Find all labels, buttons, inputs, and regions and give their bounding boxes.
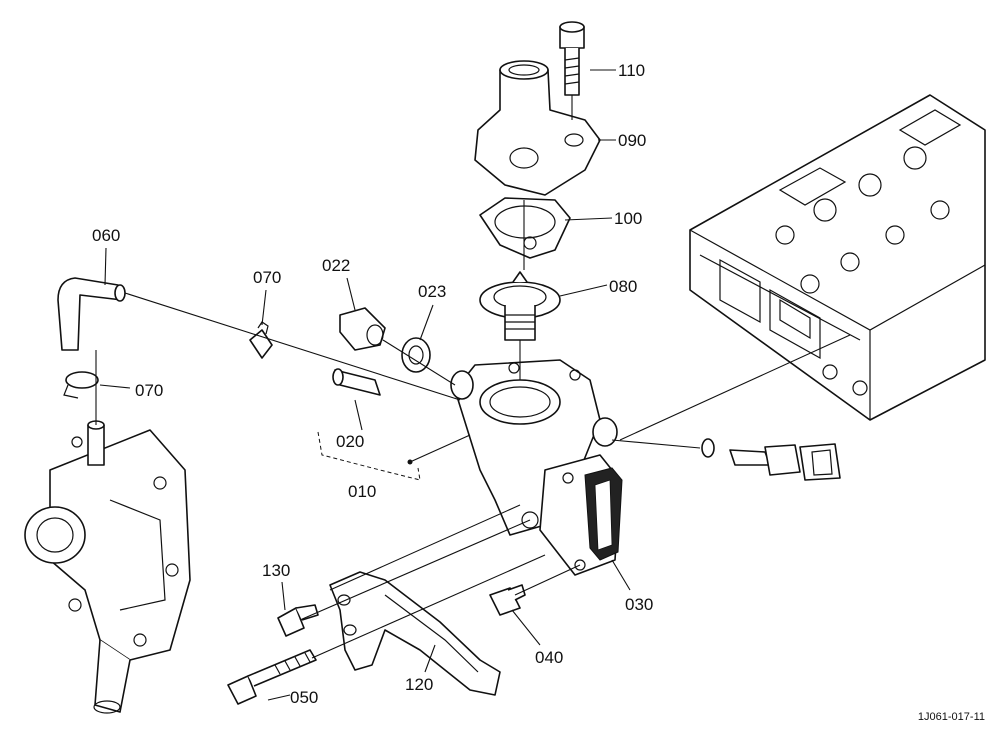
label-010: 010	[348, 482, 376, 501]
bolt-050	[227, 649, 317, 705]
hose-clamp-070-upper	[249, 321, 273, 359]
drawing-code: 1J061-017-11	[918, 711, 985, 723]
label-020: 020	[336, 432, 364, 451]
label-022: 022	[322, 256, 350, 275]
bolt-110	[559, 21, 585, 96]
pipe-020	[332, 368, 381, 396]
plug-022	[339, 307, 386, 351]
temperature-sensor	[701, 438, 841, 481]
gasket-100	[479, 197, 571, 259]
gasket-030	[584, 467, 623, 561]
thermostat-cover-090	[474, 60, 601, 196]
bolt-040	[489, 584, 526, 616]
label-100: 100	[614, 209, 642, 228]
water-pump	[24, 420, 191, 714]
label-070-lower: 070	[135, 381, 163, 400]
label-070-upper: 070	[253, 268, 281, 287]
leader-lines	[95, 69, 851, 701]
label-023: 023	[418, 282, 446, 301]
label-050: 050	[290, 688, 318, 707]
hose-clamp-070-lower	[63, 371, 99, 399]
cylinder-head	[689, 94, 986, 421]
label-080: 080	[609, 277, 637, 296]
label-030: 030	[625, 595, 653, 614]
thermostat-080	[479, 271, 561, 341]
label-110: 110	[618, 61, 645, 80]
label-060: 060	[92, 226, 120, 245]
label-090: 090	[618, 131, 646, 150]
part-labels: 110 090 100 080 060 070 070 022 023 020 …	[92, 61, 653, 707]
bracket-120	[329, 571, 501, 696]
hose-060	[57, 277, 126, 351]
bolt-130	[277, 604, 319, 637]
washer-023	[401, 337, 431, 373]
label-040: 040	[535, 648, 563, 667]
label-130: 130	[262, 561, 290, 580]
label-120: 120	[405, 675, 433, 694]
